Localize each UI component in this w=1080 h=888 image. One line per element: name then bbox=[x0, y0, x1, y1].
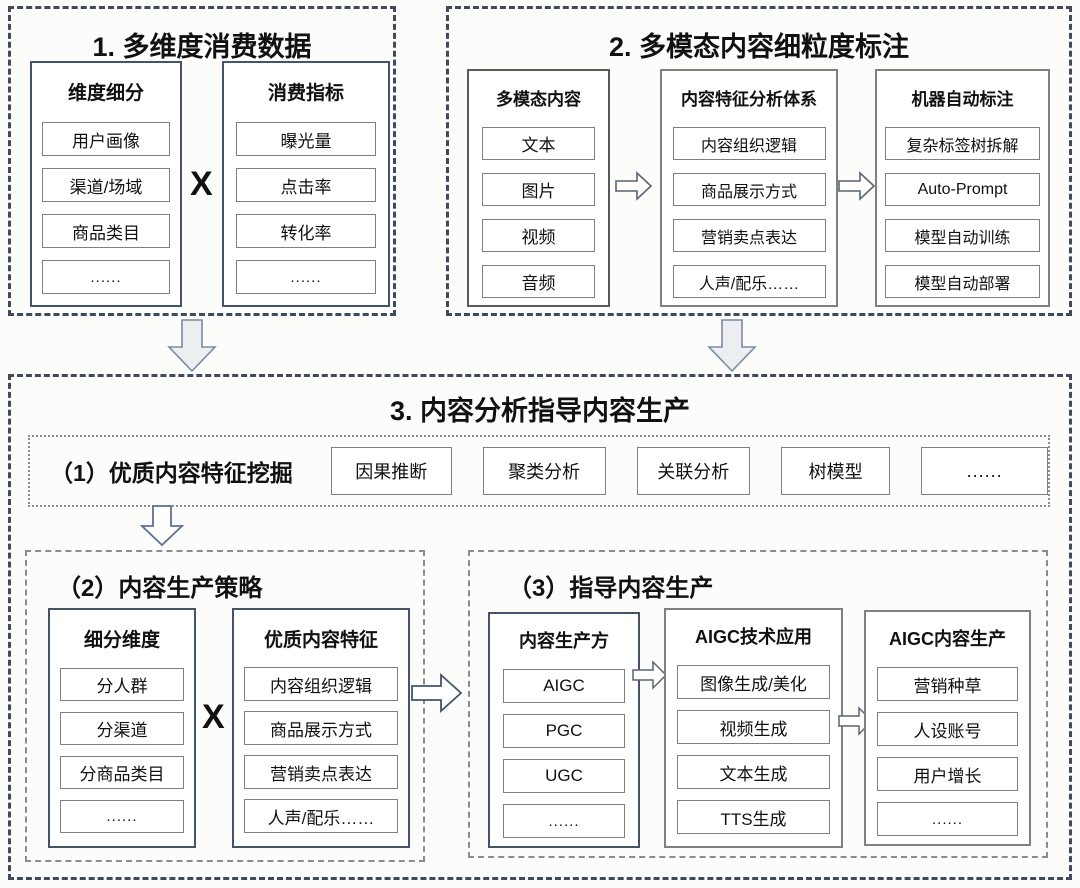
section3-title: 3. 内容分析指导内容生产 bbox=[389, 396, 691, 426]
section-multimodal-annotation: 2. 多模态内容细粒度标注 多模态内容 文本 图片 视频 音频 内容特征分析体系… bbox=[446, 6, 1072, 316]
panel-header: AIGC技术应用 bbox=[695, 627, 812, 647]
list-item: PGC bbox=[503, 714, 625, 748]
list-item: 营销种草 bbox=[877, 667, 1018, 701]
panel-header: 内容特征分析体系 bbox=[681, 90, 817, 109]
list-item: 文本生成 bbox=[677, 755, 830, 789]
list-item: 商品类目 bbox=[42, 214, 170, 248]
list-item: 曝光量 bbox=[236, 122, 376, 156]
list-item: Auto-Prompt bbox=[885, 173, 1040, 206]
arrow-right-icon bbox=[632, 660, 668, 690]
list-item: 营销卖点表达 bbox=[672, 219, 826, 252]
list-item-ellipsis: ...... bbox=[42, 260, 170, 294]
list-item-ellipsis: ...... bbox=[877, 802, 1018, 836]
method-box: 因果推断 bbox=[330, 447, 452, 495]
list-item: 文本 bbox=[482, 127, 595, 160]
list-item: 分渠道 bbox=[60, 712, 184, 745]
list-item: AIGC bbox=[503, 669, 625, 703]
list-item: 转化率 bbox=[236, 214, 376, 248]
list-item: 商品展示方式 bbox=[672, 173, 826, 206]
arrow-right-icon bbox=[615, 171, 653, 201]
down-arrow-icon bbox=[707, 319, 757, 373]
list-item: UGC bbox=[503, 759, 625, 793]
segment-dimension-panel: 细分维度 分人群 分渠道 分商品类目 ...... bbox=[48, 608, 196, 848]
list-item: TTS生成 bbox=[677, 800, 830, 834]
list-item: 人设账号 bbox=[877, 712, 1018, 746]
panel-header: AIGC内容生产 bbox=[889, 629, 1006, 649]
consumption-metrics-panel: 消费指标 曝光量 点击率 转化率 ...... bbox=[222, 61, 390, 307]
down-arrow-icon bbox=[139, 505, 185, 547]
list-item: 模型自动训练 bbox=[885, 219, 1040, 252]
arrow-right-icon bbox=[838, 171, 876, 201]
sub1-title: （1）优质内容特征挖掘 bbox=[50, 460, 293, 486]
panel-header: 内容生产方 bbox=[519, 631, 609, 651]
arrow-right-icon bbox=[411, 672, 463, 714]
list-item: 点击率 bbox=[236, 168, 376, 202]
list-item: 模型自动部署 bbox=[885, 265, 1040, 298]
list-item: 视频生成 bbox=[677, 710, 830, 744]
list-item-ellipsis: ...... bbox=[60, 800, 184, 833]
list-item: 用户增长 bbox=[877, 757, 1018, 791]
sub3-title: （3）指导内容生产 bbox=[508, 575, 714, 602]
list-item: 分人群 bbox=[60, 668, 184, 701]
down-arrow-icon bbox=[167, 319, 217, 373]
list-item: 人声/配乐…… bbox=[244, 799, 398, 833]
list-item: 内容组织逻辑 bbox=[244, 667, 398, 701]
list-item: 图像生成/美化 bbox=[677, 665, 830, 699]
panel-header: 机器自动标注 bbox=[911, 90, 1014, 109]
feature-mining-row: （1）优质内容特征挖掘 因果推断 聚类分析 关联分析 树模型 ...... bbox=[28, 435, 1050, 507]
panel-header: 优质内容特征 bbox=[263, 630, 378, 651]
multimodal-content-panel: 多模态内容 文本 图片 视频 音频 bbox=[467, 69, 610, 307]
guided-production-box: （3）指导内容生产 内容生产方 AIGC PGC UGC ...... AIGC… bbox=[468, 550, 1048, 858]
section1-title: 1. 多维度消费数据 bbox=[92, 32, 312, 62]
list-item: 营销卖点表达 bbox=[244, 755, 398, 789]
method-box: 关联分析 bbox=[636, 447, 750, 495]
list-item-ellipsis: ...... bbox=[503, 804, 625, 838]
panel-header: 维度细分 bbox=[67, 83, 144, 104]
list-item: 图片 bbox=[482, 173, 595, 206]
method-box-ellipsis: ...... bbox=[921, 447, 1048, 495]
section-analysis-guides-production: 3. 内容分析指导内容生产 （1）优质内容特征挖掘 因果推断 聚类分析 关联分析… bbox=[8, 374, 1072, 880]
content-feature-system-panel: 内容特征分析体系 内容组织逻辑 商品展示方式 营销卖点表达 人声/配乐…… bbox=[660, 69, 838, 307]
aigc-technology-panel: AIGC技术应用 图像生成/美化 视频生成 文本生成 TTS生成 bbox=[664, 608, 843, 848]
panel-header: 消费指标 bbox=[267, 83, 344, 104]
list-item: 人声/配乐…… bbox=[672, 265, 826, 298]
production-strategy-box: （2）内容生产策略 细分维度 分人群 分渠道 分商品类目 ...... X 优质… bbox=[25, 550, 425, 862]
list-item: 音频 bbox=[482, 265, 595, 298]
list-item: 复杂标签树拆解 bbox=[885, 127, 1040, 160]
sub2-title: （2）内容生产策略 bbox=[57, 575, 263, 602]
content-producer-panel: 内容生产方 AIGC PGC UGC ...... bbox=[488, 612, 640, 848]
method-box: 树模型 bbox=[780, 447, 891, 495]
list-item: 用户画像 bbox=[42, 122, 170, 156]
section-consumption-data: 1. 多维度消费数据 维度细分 用户画像 渠道/场域 商品类目 ...... X… bbox=[8, 6, 396, 316]
panel-header: 细分维度 bbox=[83, 630, 160, 651]
list-item: 商品展示方式 bbox=[244, 711, 398, 745]
section2-title: 2. 多模态内容细粒度标注 bbox=[608, 32, 910, 62]
list-item: 视频 bbox=[482, 219, 595, 252]
list-item: 内容组织逻辑 bbox=[672, 127, 826, 160]
dimension-breakdown-panel: 维度细分 用户画像 渠道/场域 商品类目 ...... bbox=[30, 61, 182, 307]
cross-multiply-symbol: X bbox=[190, 165, 213, 203]
machine-auto-labeling-panel: 机器自动标注 复杂标签树拆解 Auto-Prompt 模型自动训练 模型自动部署 bbox=[875, 69, 1050, 307]
method-box: 聚类分析 bbox=[482, 447, 606, 495]
aigc-content-production-panel: AIGC内容生产 营销种草 人设账号 用户增长 ...... bbox=[864, 610, 1031, 846]
list-item: 分商品类目 bbox=[60, 756, 184, 789]
list-item-ellipsis: ...... bbox=[236, 260, 376, 294]
list-item: 渠道/场域 bbox=[42, 168, 170, 202]
cross-multiply-symbol: X bbox=[202, 698, 225, 736]
panel-header: 多模态内容 bbox=[496, 90, 581, 109]
quality-content-feature-panel: 优质内容特征 内容组织逻辑 商品展示方式 营销卖点表达 人声/配乐…… bbox=[232, 608, 410, 848]
